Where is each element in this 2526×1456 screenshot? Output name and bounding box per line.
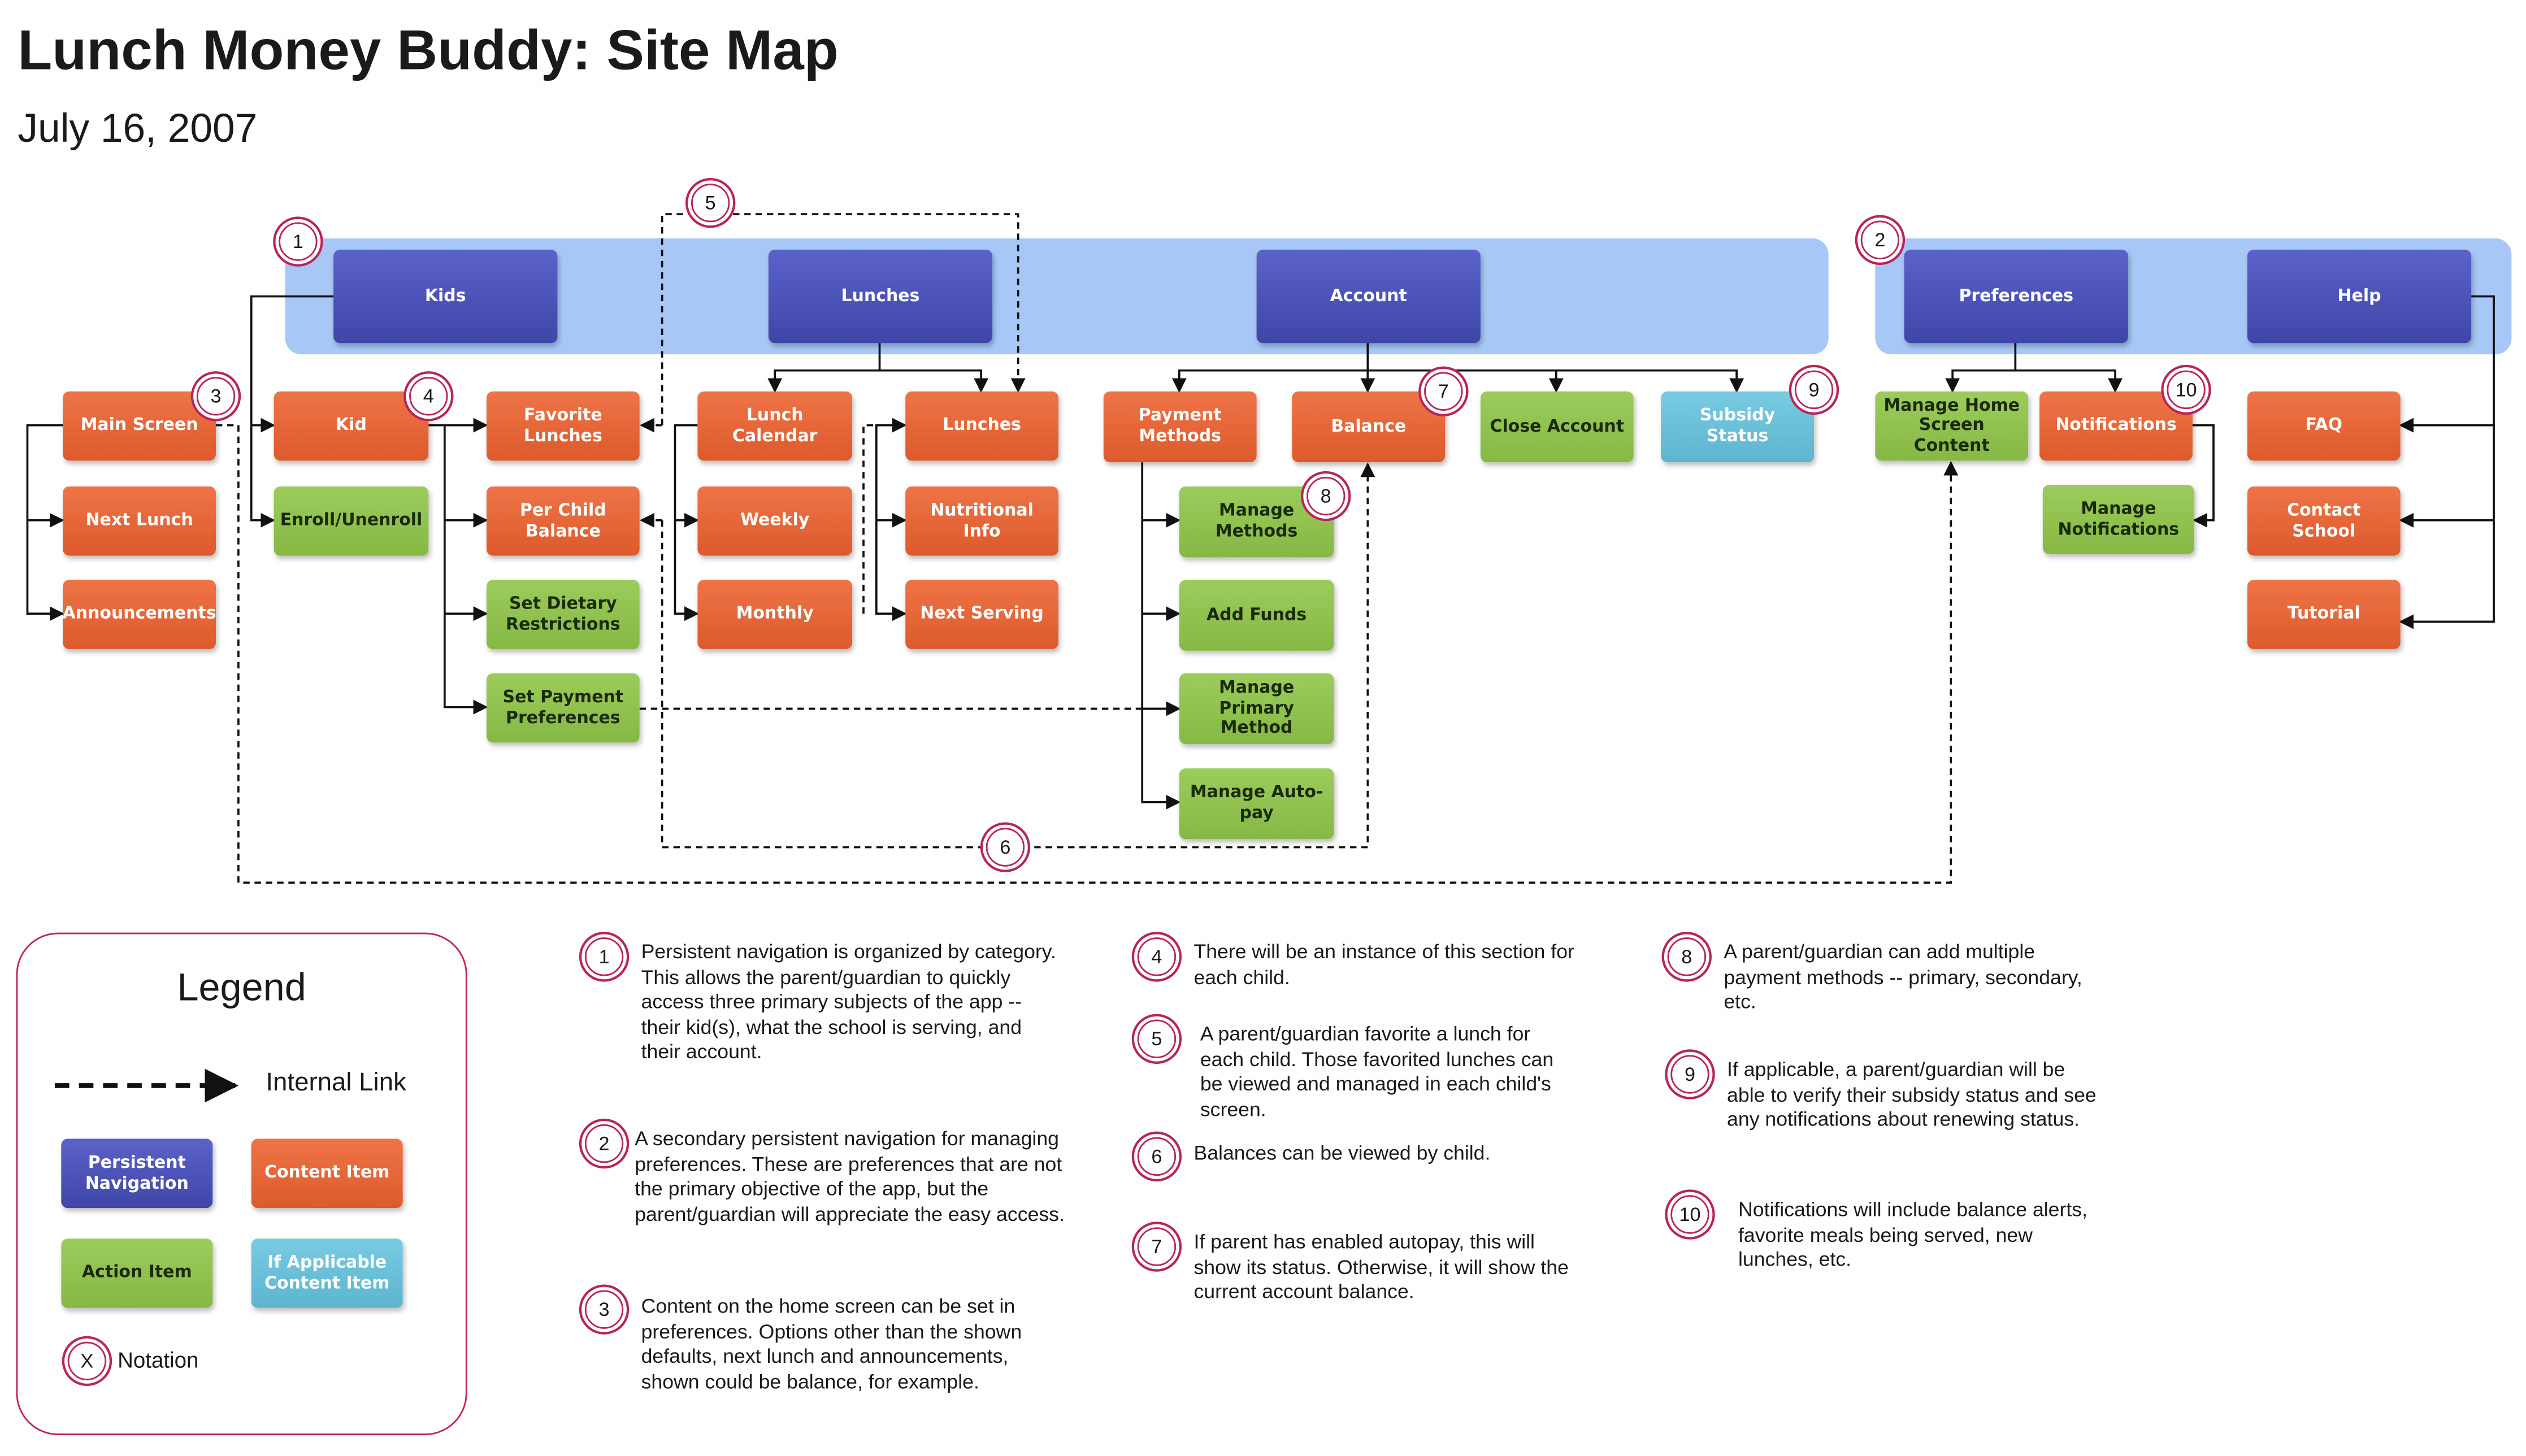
node-lunches[interactable]: Lunches (905, 391, 1058, 461)
marker-2: 2 (1860, 220, 1900, 259)
note-3-marker: 3 (584, 1290, 624, 1329)
marker-8: 8 (1306, 476, 1346, 516)
legend-if-applicable: If Applicable Content Item (251, 1238, 403, 1308)
marker-3: 3 (196, 377, 236, 416)
preferences-to-notifications-line (2015, 369, 2123, 393)
nav-help[interactable]: Help (2247, 249, 2472, 344)
preferences-split-line (1945, 341, 2017, 393)
note-10-marker: 10 (1670, 1195, 1709, 1234)
legend-persistent-navigation: Persistent Navigation (61, 1138, 213, 1209)
kid-children-line (443, 425, 488, 715)
note-6-text: Balances can be viewed by child. (1193, 1142, 1491, 1165)
legend-action-item: Action Item (61, 1238, 213, 1308)
node-per-child-balance[interactable]: Per Child Balance (486, 486, 640, 556)
account-split-line (1171, 369, 1368, 393)
internal-link-favorites-loop (661, 213, 1026, 425)
note-4-text: There will be an instance of this sectio… (1193, 940, 1574, 988)
note-9-text: If applicable, a parent/guardian will be… (1727, 1058, 2097, 1131)
note-7-text: If parent has enabled autopay, this will… (1193, 1231, 1569, 1303)
node-monthly[interactable]: Monthly (697, 580, 853, 649)
note-3-text: Content on the home screen can be set in… (641, 1295, 1022, 1393)
node-notifications[interactable]: Notifications (2039, 391, 2193, 461)
account-to-subsidy-line (1556, 369, 1744, 393)
note-9-marker: 9 (1670, 1055, 1709, 1094)
node-weekly[interactable]: Weekly (697, 486, 853, 556)
node-manage-home-screen-content[interactable]: Manage Home Screen Content (1875, 391, 2029, 461)
node-announcements[interactable]: Announcements (63, 580, 216, 649)
node-subsidy-status[interactable]: Subsidy Status (1661, 391, 1815, 463)
note-2-marker: 2 (584, 1124, 624, 1163)
marker-7: 7 (1424, 372, 1463, 411)
nav-preferences[interactable]: Preferences (1904, 249, 2128, 344)
note-4-marker: 4 (1137, 937, 1177, 976)
node-next-serving[interactable]: Next Serving (905, 580, 1058, 649)
notifications-to-manage-line (2191, 424, 2215, 528)
note-2-text: A secondary persistent navigation for ma… (635, 1127, 1065, 1225)
note-10-text: Notifications will include balance alert… (1738, 1198, 2088, 1271)
lunches-nav-to-lunches-line (879, 369, 989, 393)
marker-6: 6 (986, 828, 1025, 867)
legend-panel: Legend (16, 932, 467, 1436)
node-kid[interactable]: Kid (274, 391, 429, 461)
internal-link-calendar-lunches (862, 418, 907, 614)
legend-content-item: Content Item (251, 1138, 403, 1209)
node-lunch-calendar[interactable]: Lunch Calendar (697, 391, 853, 461)
note-8-text: A parent/guardian can add multiple payme… (1724, 940, 2082, 1014)
legend-notation-label: Notation (118, 1348, 199, 1372)
node-contact-school[interactable]: Contact School (2247, 486, 2401, 556)
note-6-marker: 6 (1137, 1137, 1177, 1176)
node-payment-methods[interactable]: Payment Methods (1103, 391, 1257, 463)
node-tutorial[interactable]: Tutorial (2247, 580, 2401, 649)
note-8-marker: 8 (1667, 937, 1706, 976)
nav-lunches[interactable]: Lunches (768, 249, 993, 344)
node-nutritional-info[interactable]: Nutritional Info (905, 486, 1058, 556)
legend-notation-marker: X (67, 1341, 107, 1381)
legend-title: Legend (177, 966, 306, 1010)
node-set-dietary-restrictions[interactable]: Set Dietary Restrictions (486, 580, 640, 649)
marker-10: 10 (2167, 370, 2206, 410)
note-1-marker: 1 (584, 937, 624, 976)
payment-branch-line (1141, 462, 1181, 810)
note-5-text: A parent/guardian favorite a lunch for e… (1200, 1023, 1554, 1120)
note-7-marker: 7 (1137, 1227, 1177, 1266)
node-set-payment-preferences[interactable]: Set Payment Preferences (486, 673, 640, 743)
node-manage-primary-method[interactable]: Manage Primary Method (1179, 673, 1334, 745)
nav-account[interactable]: Account (1256, 249, 1481, 344)
node-balance[interactable]: Balance (1292, 391, 1446, 463)
lunches-nav-split-line (767, 343, 881, 393)
marker-5: 5 (691, 183, 730, 223)
marker-4: 4 (409, 377, 448, 416)
node-favorite-lunches[interactable]: Favorite Lunches (486, 391, 640, 461)
node-enroll-unenroll[interactable]: Enroll/Unenroll (274, 486, 429, 556)
marker-1: 1 (279, 222, 318, 261)
diagram-date: July 16, 2007 (18, 106, 258, 151)
node-main-screen[interactable]: Main Screen (63, 391, 216, 461)
node-close-account[interactable]: Close Account (1480, 391, 1634, 463)
node-add-funds[interactable]: Add Funds (1179, 580, 1334, 651)
node-faq[interactable]: FAQ (2247, 391, 2401, 461)
node-manage-notifications[interactable]: Manage Notifications (2042, 485, 2194, 554)
nav-kids[interactable]: Kids (333, 249, 558, 344)
internal-link-home-screen (216, 424, 1959, 884)
diagram-title: Lunch Money Buddy: Site Map (18, 19, 839, 82)
note-5-marker: 5 (1137, 1019, 1177, 1058)
help-branch-line (2399, 295, 2495, 629)
node-next-lunch[interactable]: Next Lunch (63, 486, 216, 556)
kids-to-kid-line (250, 295, 334, 433)
node-manage-auto-pay[interactable]: Manage Auto-pay (1179, 768, 1334, 840)
marker-9: 9 (1794, 370, 1834, 410)
kids-to-enroll-line (250, 425, 276, 528)
legend-internal-link-label: Internal Link (266, 1069, 406, 1097)
note-1-text: Persistent navigation is organized by ca… (641, 940, 1056, 1063)
